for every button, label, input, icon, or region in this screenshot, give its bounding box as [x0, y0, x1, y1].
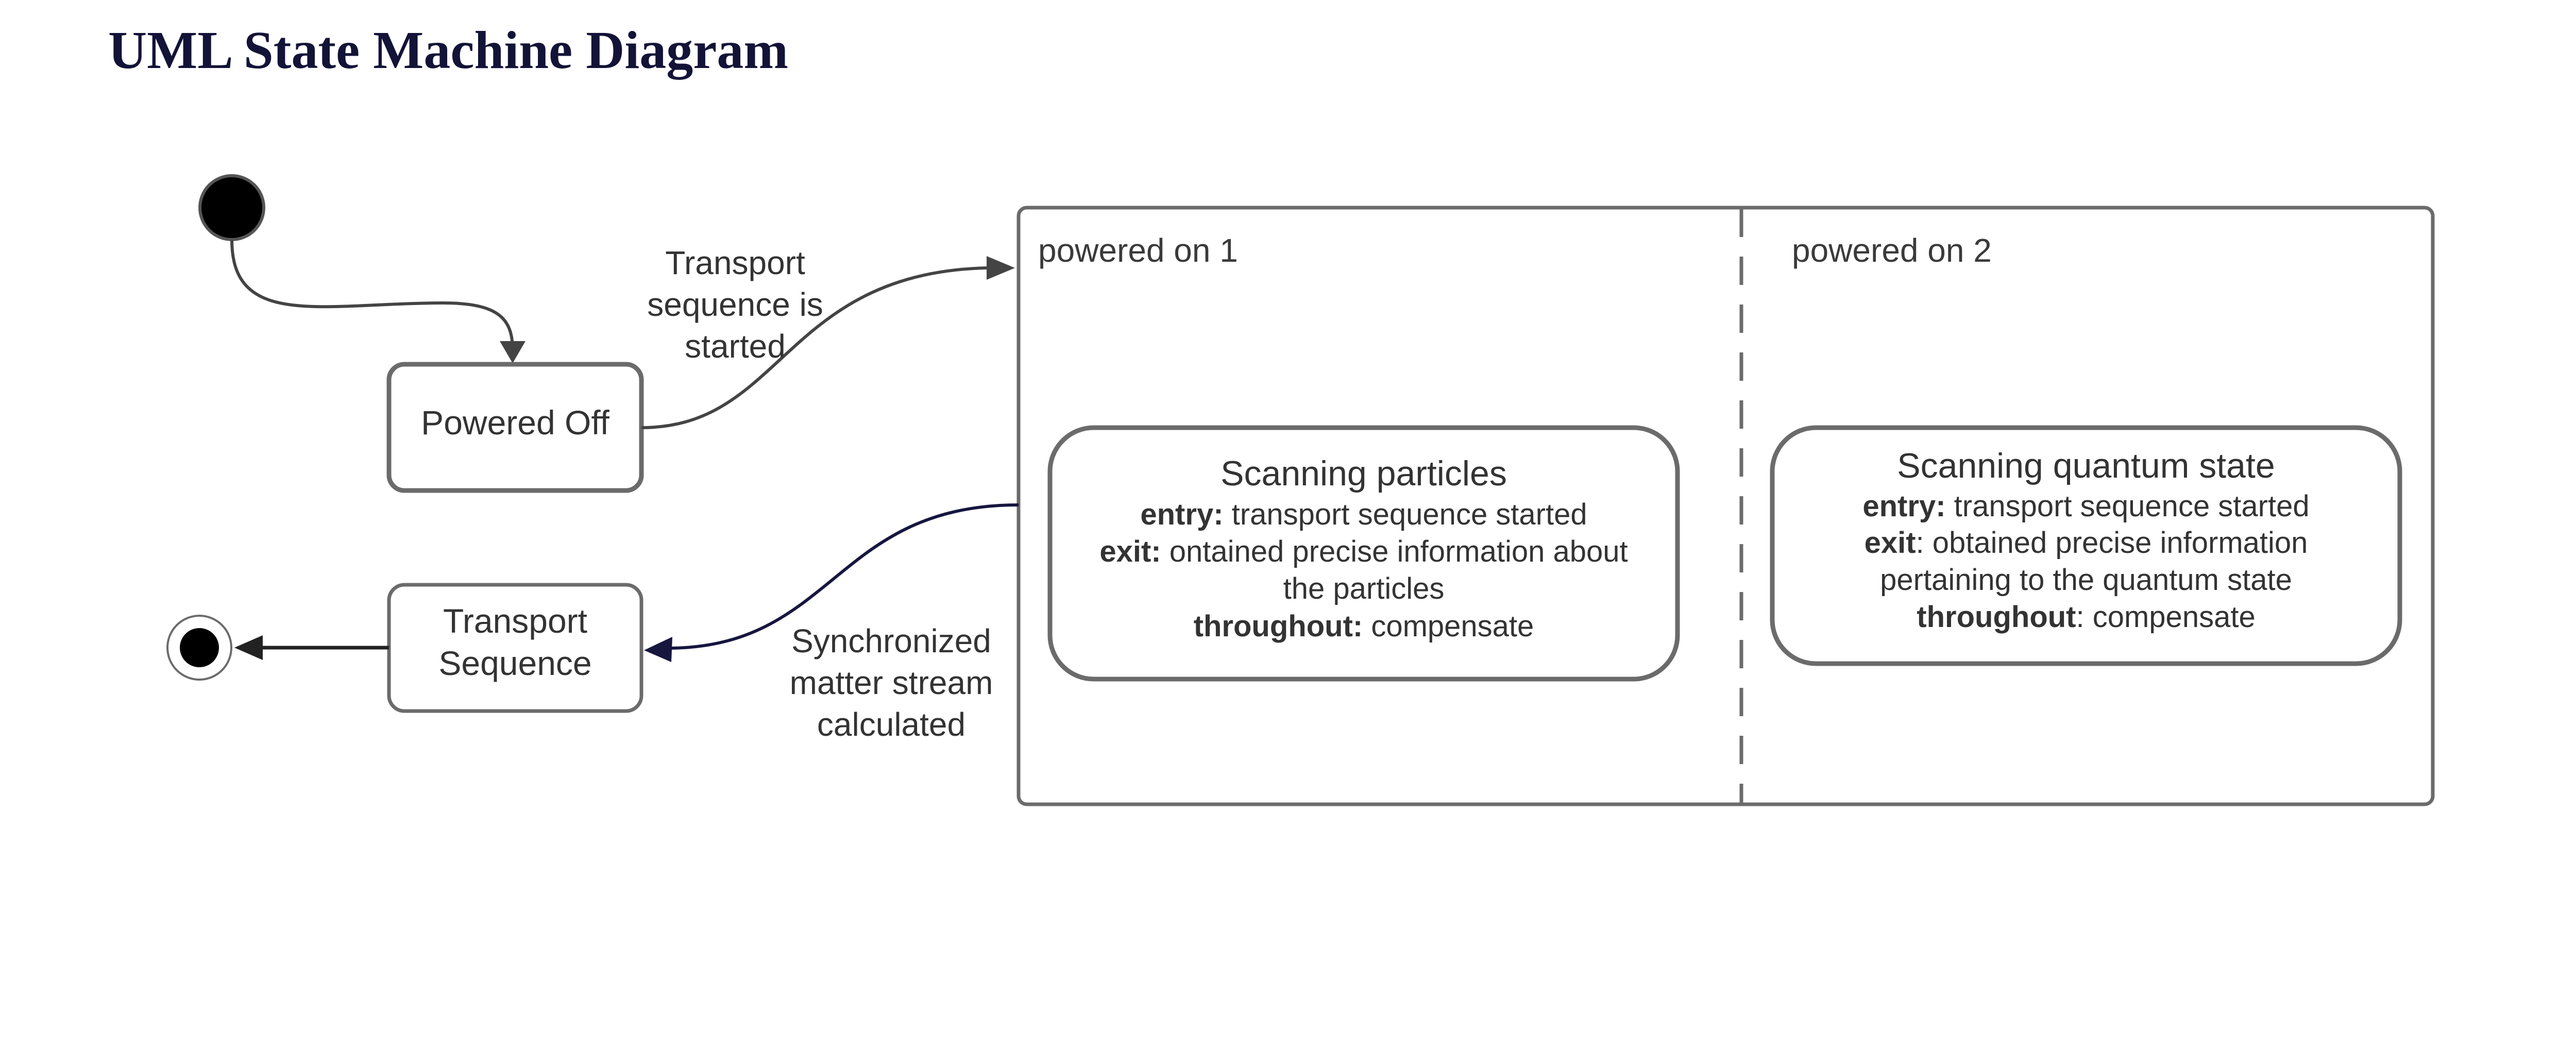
- state-transport-sequence[interactable]: Transport Sequence: [387, 583, 643, 713]
- transition-initial-to-powered-off[interactable]: [230, 240, 514, 351]
- state-scanning-particles[interactable]: Scanning particles entry: transport sequ…: [1047, 425, 1680, 682]
- arrowhead-icon: [987, 256, 1015, 280]
- state-title: Scanning particles: [1221, 454, 1507, 493]
- state-powered-off[interactable]: Powered Off: [386, 362, 644, 493]
- state-title: Scanning quantum state: [1897, 446, 2275, 485]
- transition-powered-off-to-powered-on[interactable]: [641, 266, 987, 429]
- region-label-powered-on-2: powered on 2: [1792, 232, 1992, 269]
- exit-action: exit: ontained precise information about: [1099, 535, 1628, 568]
- arrowhead-icon: [644, 637, 672, 662]
- arrowhead-icon: [500, 341, 526, 363]
- transition-label-line: Synchronized: [791, 622, 991, 660]
- exit-action-continued: the particles: [1283, 572, 1445, 605]
- state-powered-off-label: Powered Off: [421, 403, 609, 442]
- entry-action: entry: transport sequence started: [1140, 498, 1587, 531]
- transition-label-line: Transport: [665, 244, 805, 281]
- initial-node[interactable]: [198, 174, 265, 241]
- exit-action: exit: obtained precise information: [1865, 526, 2308, 560]
- throughout-action: throughout: compensate: [1917, 600, 2255, 634]
- final-node[interactable]: [166, 615, 232, 681]
- state-transport-sequence-label-line2: Sequence: [438, 644, 591, 682]
- transition-label-line: started: [685, 328, 786, 365]
- arrowhead-icon: [234, 635, 263, 660]
- state-transport-sequence-label-line1: Transport: [443, 602, 587, 640]
- state-scanning-quantum-state[interactable]: Scanning quantum state entry: transport …: [1770, 425, 2402, 666]
- region-label-powered-on-1: powered on 1: [1038, 232, 1238, 269]
- page-title: UML State Machine Diagram: [108, 21, 789, 80]
- transition-label-line: sequence is: [647, 286, 823, 323]
- exit-action-continued: pertaining to the quantum state: [1880, 563, 2292, 597]
- entry-action: entry: transport sequence started: [1862, 489, 2309, 523]
- transition-label-line: calculated: [817, 706, 965, 743]
- throughout-action: throughout: compensate: [1194, 610, 1534, 643]
- transition-label-line: matter stream: [790, 664, 993, 701]
- transition-powered-on-to-transport-sequence[interactable]: [669, 503, 1019, 650]
